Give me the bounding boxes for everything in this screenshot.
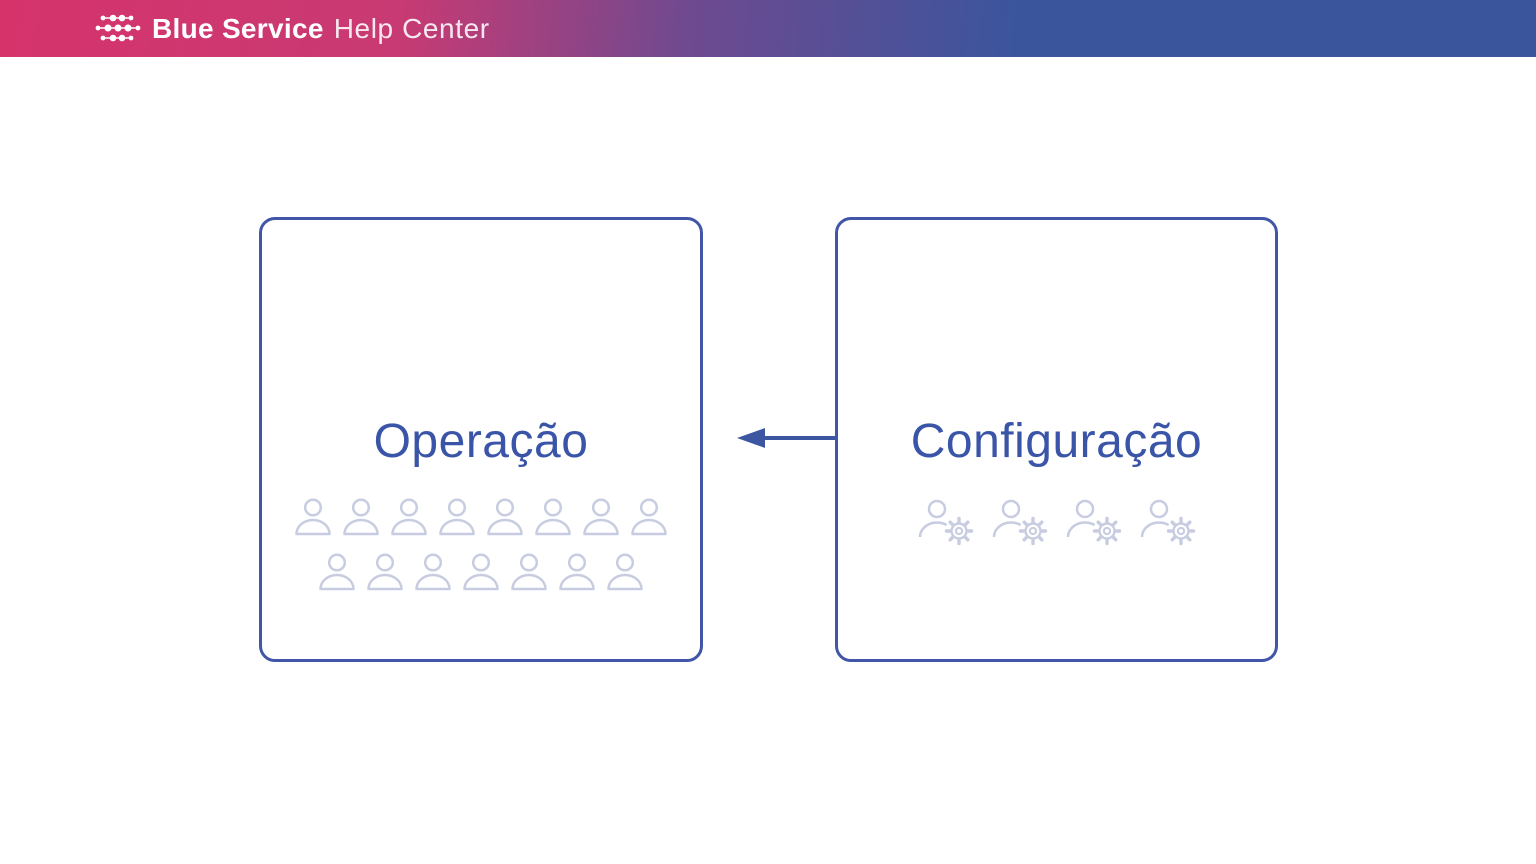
person-icon <box>367 553 403 591</box>
person-icon <box>343 498 379 536</box>
configuration-box: Configuração <box>835 217 1278 662</box>
person-icon <box>559 553 595 591</box>
person-icon <box>295 498 331 536</box>
person-icon <box>487 498 523 536</box>
operation-people-icons <box>262 497 700 592</box>
person-gear-icon <box>1140 499 1195 546</box>
person-gear-icon <box>1066 499 1121 546</box>
person-icon <box>319 553 355 591</box>
person-icon <box>511 553 547 591</box>
person-icon <box>415 553 451 591</box>
configuration-to-operation-arrow <box>737 428 836 448</box>
people-row <box>294 497 668 537</box>
person-icon <box>631 498 667 536</box>
people-row <box>318 552 644 592</box>
person-gear-icon <box>992 499 1047 546</box>
person-icon <box>535 498 571 536</box>
configuration-people-icons <box>838 498 1275 546</box>
dots-wave-logo-icon <box>95 14 141 41</box>
operation-box: Operação <box>259 217 703 662</box>
configuration-box-title: Configuração <box>910 415 1203 468</box>
person-icon <box>583 498 619 536</box>
person-gear-icon <box>918 499 973 546</box>
person-icon <box>607 553 643 591</box>
header-bar: Blue Service Help Center <box>0 0 1536 57</box>
person-icon <box>463 553 499 591</box>
brand-name: Blue Service <box>152 12 324 44</box>
product-name: Help Center <box>333 12 490 44</box>
person-icon <box>391 498 427 536</box>
operation-box-title: Operação <box>373 415 589 468</box>
person-icon <box>439 498 475 536</box>
